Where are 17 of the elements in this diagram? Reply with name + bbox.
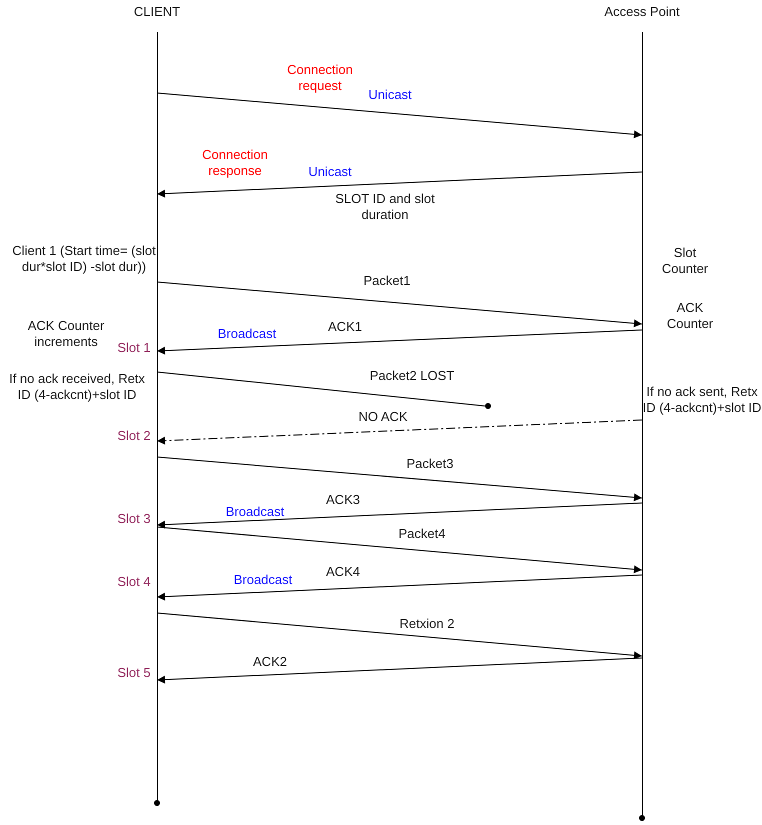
message-note: SLOT ID and slot duration (334, 191, 436, 223)
message-note: Broadcast (224, 504, 286, 520)
slot-label: Slot 1 (116, 340, 152, 356)
message-note: Broadcast (232, 572, 294, 588)
annotation-text: Slot Counter (660, 245, 710, 277)
annotation-text: ACK Counter increments (26, 318, 106, 350)
message-note: Broadcast (216, 326, 278, 342)
annotation-text: If no ack sent, Retx ID (4-ackcnt)+slot ID (642, 384, 762, 416)
annotation-text: If no ack received, Retx ID (4-ackcnt)+slot ID (8, 371, 146, 403)
annotation-text: Client 1 (Start time= (slot dur*slot ID) -slot dur)) (12, 243, 156, 275)
slot-label: Slot 2 (116, 428, 152, 444)
annotation-text: ACK Counter (666, 300, 714, 332)
slot-label: Slot 4 (116, 574, 152, 590)
slot-label: Slot 3 (116, 511, 152, 527)
lost-packet-dot (485, 403, 491, 409)
slot-label: Slot 5 (116, 665, 152, 681)
message-note: Unicast (307, 164, 353, 180)
